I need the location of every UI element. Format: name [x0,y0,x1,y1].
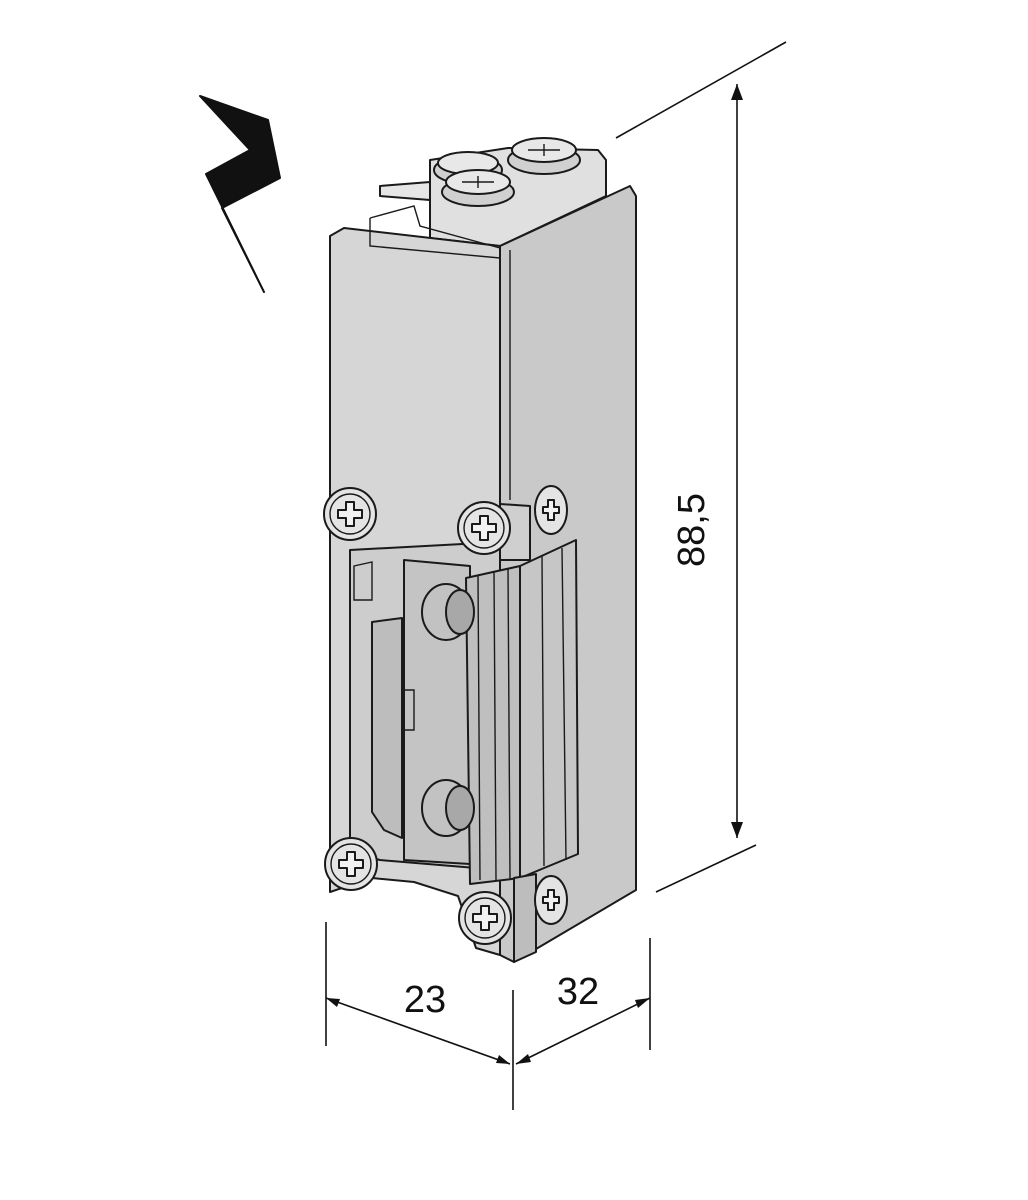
door-strike-body [323,137,637,963]
phillips-screw-icon [324,837,378,891]
width-dimension-label: 23 [404,979,446,1021]
phillips-screw-icon [534,875,568,925]
phillips-screw-icon [534,485,568,535]
terminal-screw-top-right [507,137,581,175]
terminal-screw-front [441,169,515,207]
roller-upper [421,583,475,641]
depth-dimension-label: 32 [557,971,599,1013]
height-dimension-label: 88,5 [671,493,713,567]
phillips-screw-icon [458,891,512,945]
width-dimension: 23 [325,922,514,1110]
roller-lower [421,779,475,837]
lightning-bolt-icon [199,95,281,293]
phillips-screw-icon [457,501,511,555]
height-dimension: 88,5 [615,41,787,893]
phillips-screw-icon [323,487,377,541]
depth-dimension: 32 [515,938,651,1065]
